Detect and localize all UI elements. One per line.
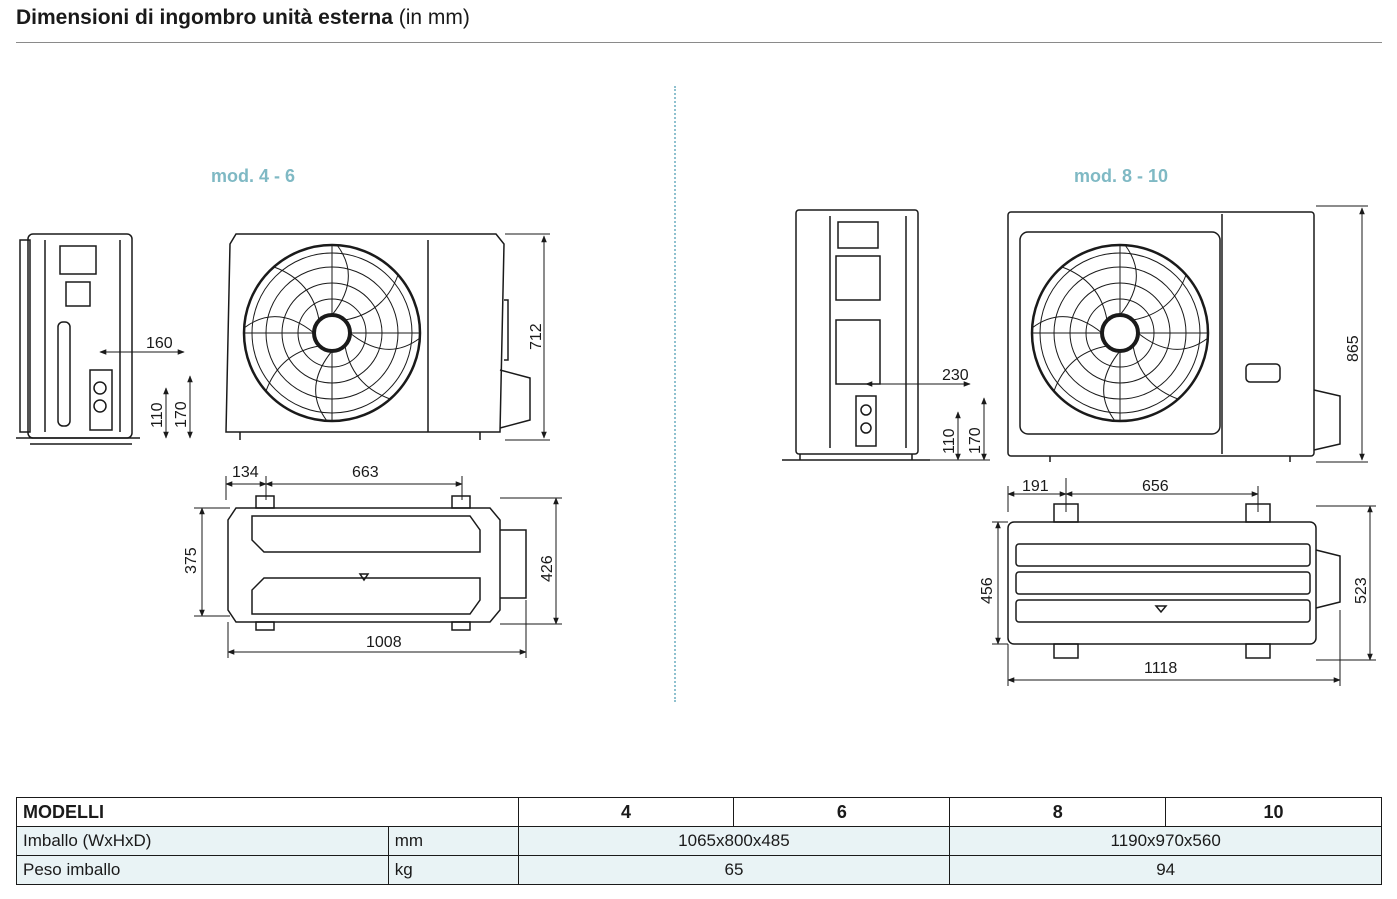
- right-top-depth-label: 523: [1353, 577, 1370, 604]
- left-side-view: [16, 233, 140, 445]
- row-value-group-a: 1065x800x485: [517, 826, 951, 856]
- right-front-view: [1007, 211, 1341, 462]
- right-side-view: [782, 209, 930, 461]
- right-top-width-label: 1118: [1144, 660, 1177, 677]
- row-label: Peso imballo: [16, 855, 389, 885]
- left-top-inner-depth-label: 375: [183, 547, 200, 574]
- left-front-dimension: [505, 233, 550, 441]
- table-row: Imballo (WxHxD) mm 1065x800x485 1190x970…: [16, 826, 1382, 856]
- model-6-header: 6: [733, 797, 951, 827]
- table-header-row: MODELLI 4 6 8 10: [16, 797, 1382, 827]
- right-top-offset-label: 191: [1022, 478, 1049, 495]
- left-model-label: mod. 4 - 6: [211, 166, 296, 186]
- section-divider: [674, 86, 676, 702]
- specs-table: MODELLI 4 6 8 10 Imballo (WxHxD) mm 1065…: [16, 797, 1382, 885]
- page-title: Dimensioni di ingombro unità esterna (in…: [16, 6, 470, 30]
- left-side-h2-label: 170: [173, 401, 190, 428]
- right-fan-icon: [1030, 243, 1210, 423]
- right-top-spacing-label: 656: [1142, 478, 1169, 495]
- left-top-view: [227, 495, 527, 631]
- left-top-depth-label: 426: [539, 555, 556, 582]
- right-side-dimensions: [865, 381, 990, 461]
- left-side-dimensions: [99, 349, 193, 439]
- row-value-group-b: 1190x970x560: [949, 826, 1382, 856]
- left-fan-icon: [242, 243, 422, 423]
- right-top-view: [1007, 503, 1341, 659]
- right-front-dimension: [1316, 205, 1368, 463]
- dimension-drawings: 160 110 170 712 134 663 375 426 1008: [16, 205, 1376, 686]
- right-side-h1-label: 110: [941, 428, 958, 454]
- model-10-header: 10: [1165, 797, 1382, 827]
- right-model-label: mod. 8 - 10: [1074, 166, 1169, 186]
- model-8-header: 8: [949, 797, 1167, 827]
- left-top-width-label: 1008: [366, 634, 402, 651]
- left-side-depth-label: 160: [146, 335, 173, 352]
- left-side-h1-label: 110: [149, 402, 166, 428]
- title-main: Dimensioni di ingombro unità esterna: [16, 6, 393, 29]
- left-top-offset-label: 134: [232, 464, 259, 481]
- left-front-height-label: 712: [528, 323, 545, 350]
- right-side-h2-label: 170: [967, 427, 984, 454]
- table-header-label: MODELLI: [16, 797, 519, 827]
- left-top-dimensions: [194, 476, 562, 658]
- table-row: Peso imballo kg 65 94: [16, 855, 1382, 885]
- left-top-spacing-label: 663: [352, 464, 379, 481]
- row-unit: mm: [387, 826, 519, 856]
- left-front-view: [225, 233, 531, 440]
- row-value-group-b: 94: [949, 855, 1382, 885]
- right-front-height-label: 865: [1345, 335, 1362, 362]
- row-value-group-a: 65: [517, 855, 951, 885]
- right-top-inner-depth-label: 456: [979, 577, 996, 604]
- row-unit: kg: [387, 855, 519, 885]
- right-top-dimensions: [992, 478, 1376, 686]
- row-label: Imballo (WxHxD): [16, 826, 389, 856]
- model-4-header: 4: [517, 797, 735, 827]
- title-rule: [16, 42, 1382, 43]
- right-side-depth-label: 230: [942, 367, 969, 384]
- title-unit: (in mm): [398, 6, 470, 29]
